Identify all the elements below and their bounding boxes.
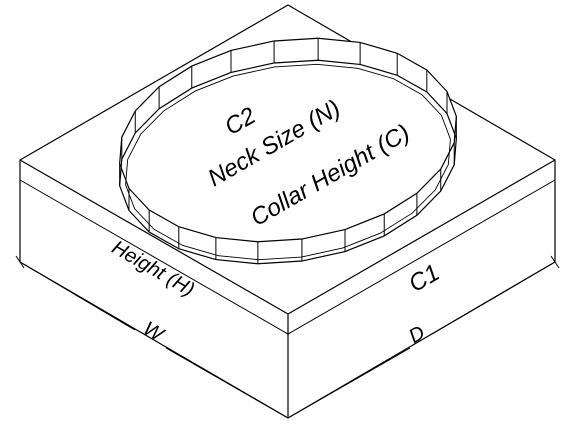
label-d: D bbox=[405, 322, 429, 348]
dim-w-line-left bbox=[19, 261, 136, 331]
dim-w-line-right bbox=[165, 347, 289, 419]
label-c1: C1 bbox=[404, 259, 444, 298]
collar bbox=[119, 37, 457, 265]
dim-d-line-right bbox=[431, 261, 556, 335]
dim-d-line-left bbox=[287, 347, 411, 419]
label-w: W bbox=[139, 318, 168, 348]
collar-inner-rim bbox=[125, 63, 451, 261]
